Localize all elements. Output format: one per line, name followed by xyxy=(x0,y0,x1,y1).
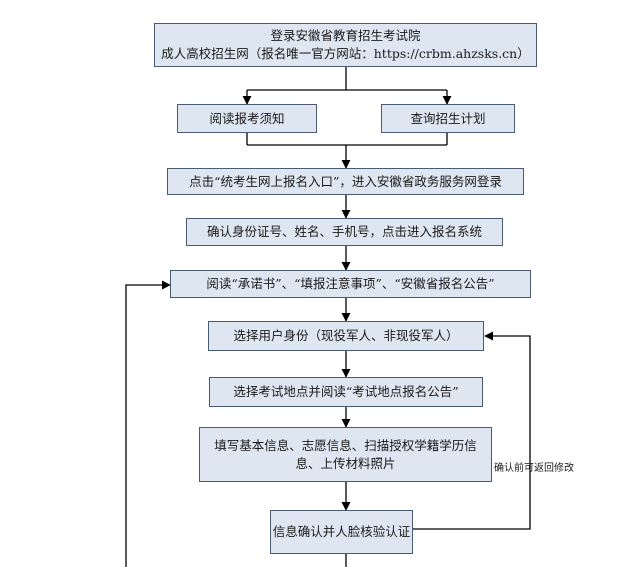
node-login-portal-line1: 登录安徽省教育招生考试院 xyxy=(270,28,421,43)
loop-back-arrow xyxy=(413,331,531,530)
loop-back-note: 确认前可返回修改 xyxy=(494,463,574,474)
node-read-docs: 阅读“承诺书”、“填报注意事项”、“安徽省报名公告” xyxy=(170,270,531,298)
node-fill-info-line1: 填写基本信息、志愿信息、扫描授权学籍学历信 xyxy=(214,437,477,453)
node-click-entry: 点击“统考生网上报名入口”，进入安徽省政务服务网登录 xyxy=(167,168,524,195)
node-select-identity: 选择用户身份（现役军人、非现役军人） xyxy=(208,321,484,351)
node-query-plan: 查询招生计划 xyxy=(381,104,515,133)
node-verify: 信息确认并人脸核验认证 xyxy=(270,510,413,554)
node-confirm-id: 确认身份证号、姓名、手机号，点击进入报名系统 xyxy=(186,218,503,246)
node-login-portal-line2: 成人高校招生网（报名唯一官方网站：https://crbm.ahzsks.cn） xyxy=(161,46,530,61)
node-fill-info: 填写基本信息、志愿信息、扫描授权学籍学历信 息、上传材料照片 xyxy=(199,427,492,482)
node-fill-info-line2: 息、上传材料照片 xyxy=(295,455,396,471)
left-loop-arrow xyxy=(125,280,171,567)
node-select-exam-site: 选择考试地点并阅读“考试地点报名公告” xyxy=(209,377,483,407)
node-read-notice: 阅读报考须知 xyxy=(177,104,317,133)
node-login-portal: 登录安徽省教育招生考试院 成人高校招生网（报名唯一官方网站：https://cr… xyxy=(154,23,537,67)
